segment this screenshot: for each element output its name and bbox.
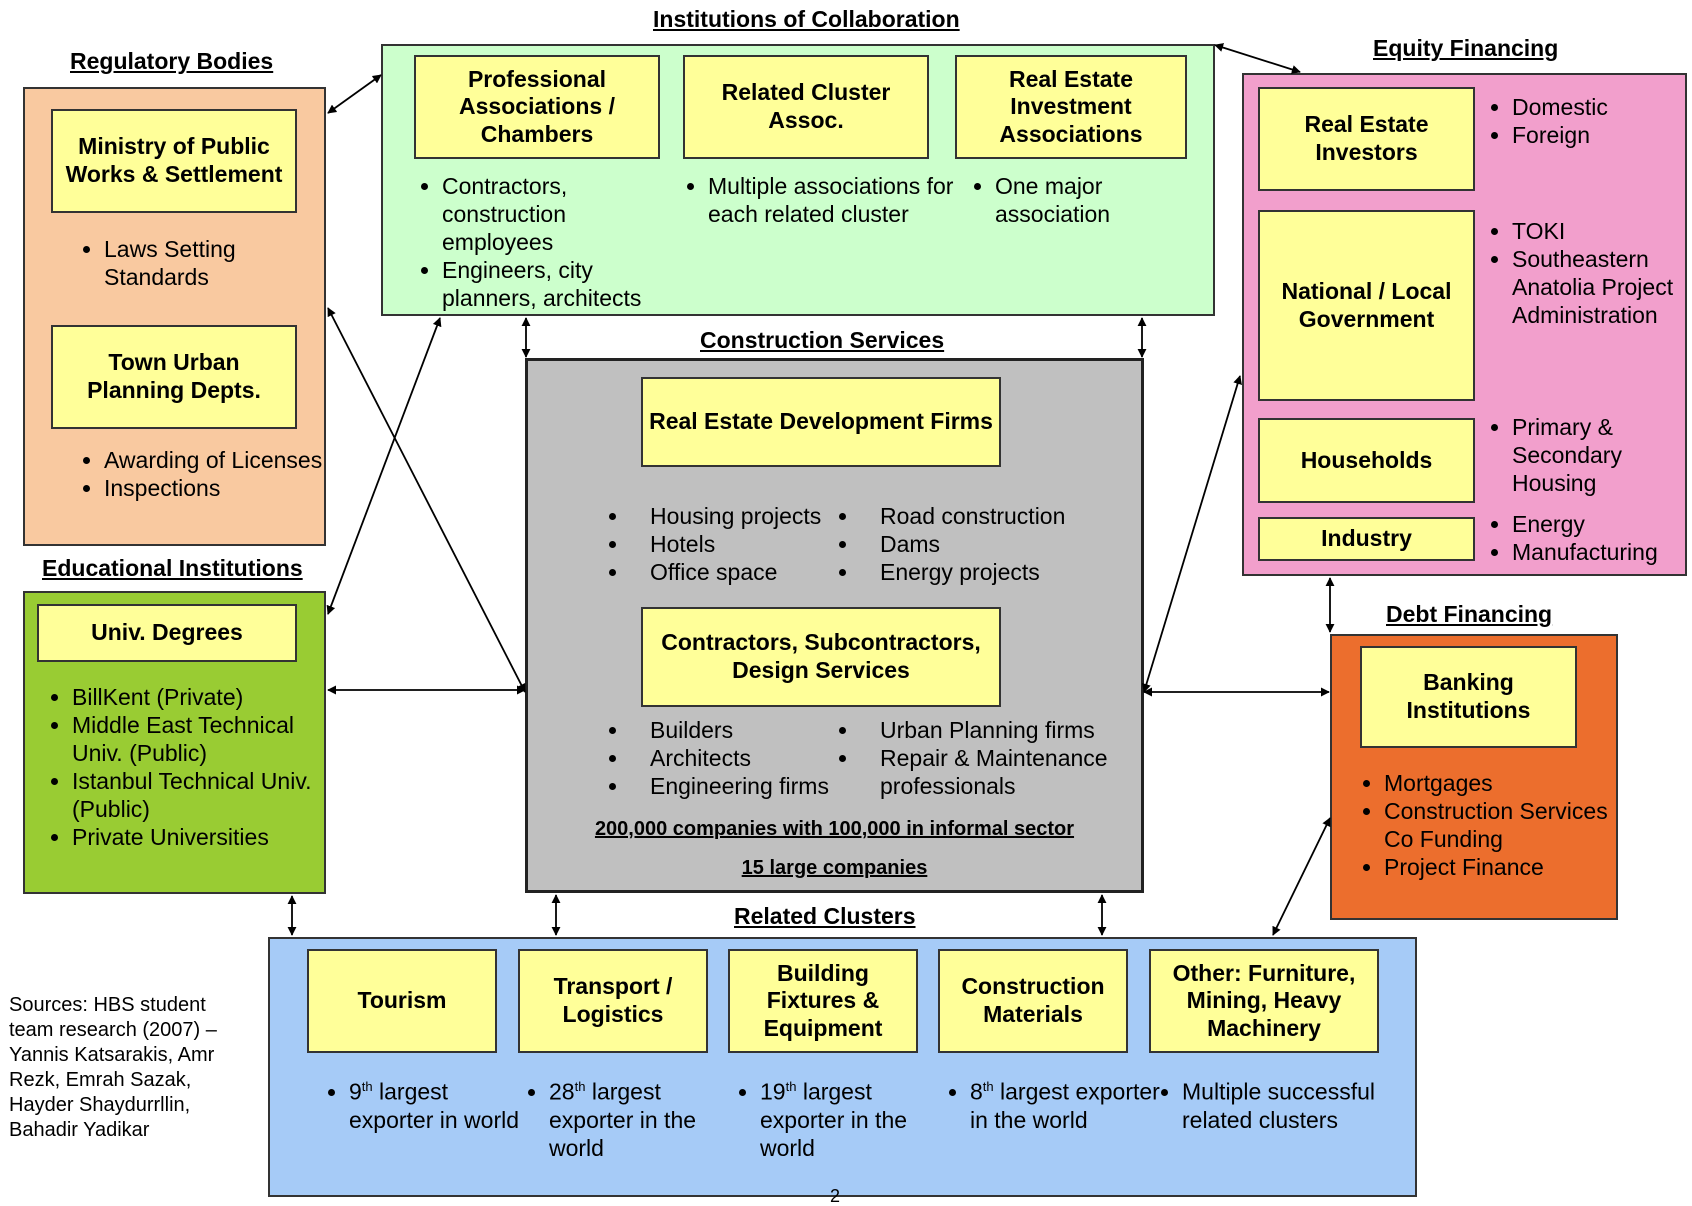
national-local-government-box: National / Local Government [1258,210,1475,401]
list-item: Housing projects [630,502,840,530]
related-cluster-assoc-list: Multiple associations for each related c… [686,172,976,228]
list-item: Repair & Maintenance professionals [860,744,1120,800]
arrow-regulatory-collaboration [327,74,382,114]
real-estate-investment-list: One major association [973,172,1175,228]
list-item: Engineering firms [630,772,850,800]
materials-list: 8th largest exporter in the world [948,1073,1160,1134]
list-item: Road construction [860,502,1100,530]
univ-degrees-box: Univ. Degrees [37,604,297,662]
real-estate-investors-box: Real Estate Investors [1258,87,1475,191]
list-item: Construction Services Co Funding [1384,797,1634,853]
list-item: Middle East Technical Univ. (Public) [72,711,342,767]
town-planning-list: Awarding of Licenses Inspections [82,446,324,502]
list-item: Dams [860,530,1100,558]
large-companies-stat: 15 large companies [741,857,928,879]
list-item: Office space [630,558,840,586]
construction-list-2a: Builders Architects Engineering firms [610,716,850,800]
list-item: TOKI [1512,217,1692,245]
list-item: Istanbul Technical Univ. (Public) [72,767,342,823]
list-item: Primary & Secondary Housing [1512,413,1692,497]
list-item: Laws Setting Standards [104,235,324,291]
professional-associations-list: Contractors, construction employees Engi… [420,172,682,312]
households-list: Primary & Secondary Housing [1490,413,1692,497]
debt-header: Debt Financing [1386,601,1553,627]
ministry-list: Laws Setting Standards [82,235,324,291]
industry-list: Energy Manufacturing [1490,510,1692,566]
list-item: Energy [1512,510,1692,538]
households-box: Households [1258,418,1475,503]
list-item: Domestic [1512,93,1692,121]
list-item: BillKent (Private) [72,683,342,711]
contractors-box: Contractors, Subcontractors, Design Serv… [641,607,1001,707]
list-item: Engineers, city planners, architects [442,256,682,312]
list-item: Manufacturing [1512,538,1692,566]
related-cluster-assoc-box: Related Cluster Assoc. [683,55,929,159]
transport-logistics-box: Transport / Logistics [518,949,708,1053]
list-item: 28th largest exporter in the world [549,1073,739,1162]
industry-box: Industry [1258,517,1475,561]
page-number: 2 [830,1186,841,1206]
construction-header: Construction Services [700,327,945,353]
list-item: Multiple successful related clusters [1182,1073,1392,1134]
transport-list: 28th largest exporter in the world [527,1073,739,1162]
list-item: 8th largest exporter in the world [970,1073,1160,1134]
companies-count-stat: 200,000 companies with 100,000 in inform… [594,818,1075,840]
list-item: Project Finance [1384,853,1634,881]
list-item: Private Universities [72,823,342,851]
banking-institutions-box: Banking Institutions [1360,646,1577,748]
arrow-regulatory-construction [327,307,526,693]
other-clusters-list: Multiple successful related clusters [1160,1073,1392,1134]
building-fixtures-box: Building Fixtures & Equipment [728,949,918,1053]
list-item: Inspections [104,474,324,502]
ministry-public-works-box: Ministry of Public Works & Settlement [51,109,297,213]
equity-header: Equity Financing [1373,35,1559,61]
list-item: Awarding of Licenses [104,446,324,474]
government-list: TOKI Southeastern Anatolia Project Admin… [1490,217,1692,329]
sources-note: Sources: HBS student team research (2007… [9,994,217,1141]
construction-list-1b: Road construction Dams Energy projects [840,502,1100,586]
arrow-construction-equity [1142,375,1242,693]
construction-list-2b: Urban Planning firms Repair & Maintenanc… [840,716,1120,800]
educational-list: BillKent (Private) Middle East Technical… [50,683,342,851]
list-item: 9th largest exporter in world [349,1073,529,1134]
construction-materials-box: Construction Materials [938,949,1128,1053]
real-estate-investment-associations-box: Real Estate Investment Associations [955,55,1187,159]
list-item: Multiple associations for each related c… [708,172,976,228]
collaboration-header: Institutions of Collaboration [653,6,960,32]
list-item: Foreign [1512,121,1692,149]
list-item: Mortgages [1384,769,1634,797]
town-urban-planning-box: Town Urban Planning Depts. [51,325,297,429]
professional-associations-box: Professional Associations / Chambers [414,55,660,159]
other-clusters-box: Other: Furniture, Mining, Heavy Machiner… [1149,949,1379,1053]
arrow-educational-collaboration [326,317,442,615]
list-item: Energy projects [860,558,1100,586]
tourism-list: 9th largest exporter in world [327,1073,529,1134]
debt-list: Mortgages Construction Services Co Fundi… [1362,769,1634,881]
construction-list-1a: Housing projects Hotels Office space [610,502,840,586]
list-item: Builders [630,716,850,744]
educational-header: Educational Institutions [42,555,303,581]
list-item: Architects [630,744,850,772]
regulatory-header: Regulatory Bodies [70,48,274,74]
arrow-collaboration-equity [1214,43,1301,74]
arrow-debt-clusters [1272,817,1331,936]
fixtures-list: 19th largest exporter in the world [738,1073,940,1162]
list-item: Southeastern Anatolia Project Administra… [1512,245,1692,329]
list-item: Hotels [630,530,840,558]
investors-list: Domestic Foreign [1490,93,1692,149]
list-item: One major association [995,172,1175,228]
list-item: Urban Planning firms [860,716,1120,744]
real-estate-development-box: Real Estate Development Firms [641,377,1001,467]
list-item: 19th largest exporter in the world [760,1073,940,1162]
list-item: Contractors, construction employees [442,172,682,256]
clusters-header: Related Clusters [734,903,916,929]
tourism-box: Tourism [307,949,497,1053]
